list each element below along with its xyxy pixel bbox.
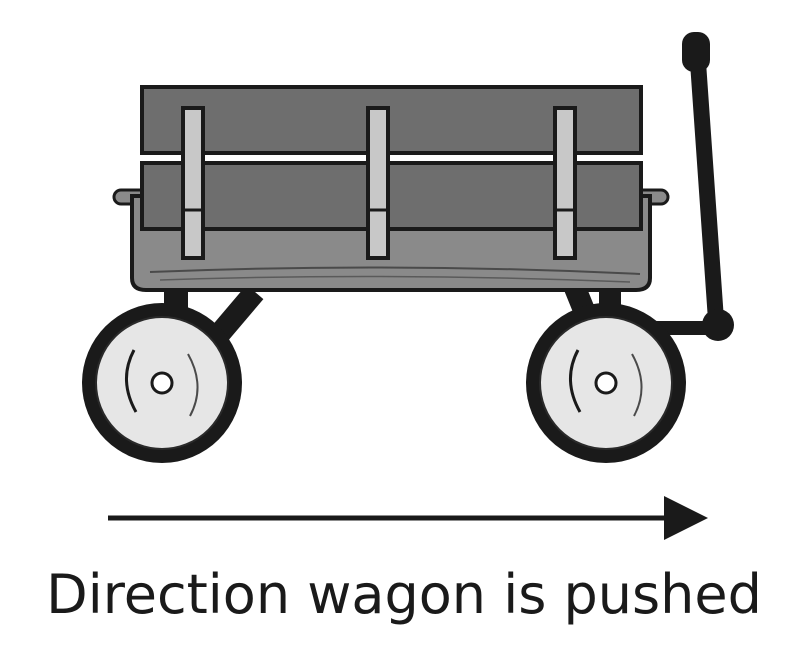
diagram-caption: Direction wagon is pushed <box>46 563 762 626</box>
panel-braces <box>181 106 577 260</box>
front-wheel <box>82 303 242 463</box>
direction-arrow-icon <box>108 496 708 540</box>
rear-wheel <box>526 303 686 463</box>
